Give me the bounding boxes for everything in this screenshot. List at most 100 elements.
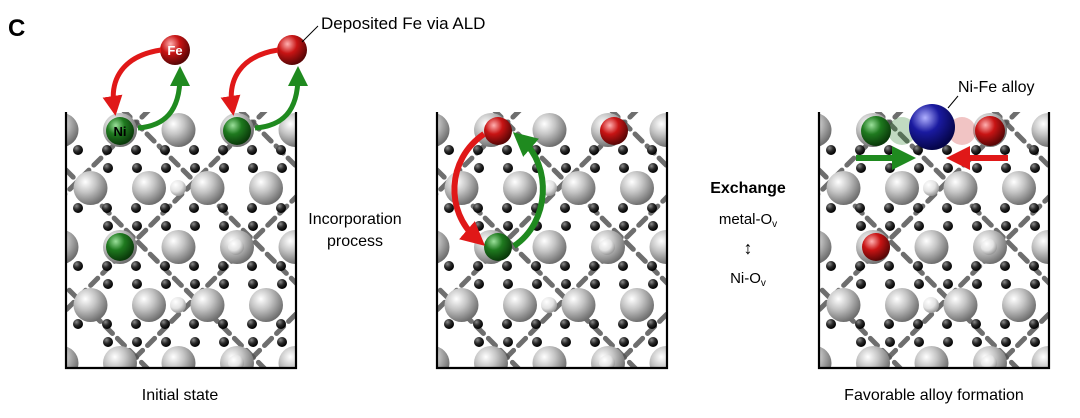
green-arrow-up-incorporation: [512, 132, 546, 249]
lattice-big-atom: [73, 171, 108, 205]
lattice-small-atom: [474, 337, 484, 347]
lattice-big-atom: [278, 346, 295, 368]
lattice-small-atom: [561, 221, 571, 231]
green-arrow-ni-to-fe-2: [254, 66, 308, 131]
lattice-big-atom: [856, 346, 890, 368]
lattice-small-atom: [503, 163, 513, 173]
lattice-small-atom: [131, 319, 141, 329]
lattice-small-atom: [277, 221, 287, 231]
lattice-small-atom: [885, 163, 895, 173]
leader-line-alloy: [947, 95, 959, 109]
lattice-atom-layer: [67, 113, 295, 368]
lattice-small-atom: [972, 163, 982, 173]
ni-atom-surface-1: [106, 117, 134, 145]
lattice-small-atom: [248, 163, 258, 173]
lattice-big-atom: [249, 171, 283, 205]
lattice-small-atom: [942, 203, 952, 213]
lattice-small-atom: [219, 337, 229, 347]
lattice-big-atom: [73, 288, 108, 322]
lattice-small-atom: [884, 203, 894, 213]
lattice-small-atom: [1001, 279, 1011, 289]
lattice-small-atom: [619, 163, 629, 173]
lattice-small-atom: [73, 203, 83, 213]
lattice-small-atom: [856, 221, 866, 231]
panel-frame-incorporation: [435, 112, 669, 370]
ni-atom-label: Ni: [114, 124, 127, 139]
lattice-small-atom: [444, 145, 454, 155]
lattice-small-atom: [190, 337, 200, 347]
lattice-big-atom: [1031, 230, 1048, 264]
lattice-small-atom: [473, 145, 483, 155]
lattice-small-atom: [826, 203, 836, 213]
lattice-big-atom: [914, 230, 949, 264]
lattice-small-atom: [219, 163, 229, 173]
bond-line: [0, 110, 32, 370]
lattice-small-atom: [1000, 145, 1010, 155]
lattice-big-atom: [1031, 346, 1048, 368]
lattice-small-atom: [1030, 163, 1040, 173]
lattice-big-atom: [885, 171, 919, 205]
annotation-alloy: Ni-Fe alloy: [958, 79, 1034, 96]
ni-atom-bulk-p2: [484, 233, 512, 261]
lattice-small-atom: [972, 337, 982, 347]
lattice-small-atom: [102, 203, 112, 213]
lattice-big-atom: [561, 171, 596, 205]
lattice-small-atom: [248, 221, 258, 231]
lattice-small-atom: [589, 145, 599, 155]
lattice-big-atom: [444, 171, 479, 205]
lattice-big-atom: [190, 171, 225, 205]
incorporation-label-line1: Incorporation: [308, 211, 401, 228]
lattice-small-atom: [914, 163, 924, 173]
lattice-big-atom: [943, 171, 978, 205]
lattice-small-atom: [161, 221, 171, 231]
lattice-small-atom: [1000, 261, 1010, 271]
red-arrow-fe-to-ni-1: [102, 47, 162, 116]
lattice-small-atom: [73, 261, 83, 271]
ghost-ni-atom: [888, 117, 916, 145]
lattice-big-atom: [820, 346, 832, 368]
lattice-small-atom: [73, 319, 83, 329]
lattice-small-atom: [971, 145, 981, 155]
lattice-small-atom: [1001, 221, 1011, 231]
exchange-label-line2: metal-Ov: [719, 211, 777, 230]
incorporation-label-line2: process: [327, 233, 383, 250]
lattice-small-atom: [531, 261, 541, 271]
lattice-small-atom: [532, 337, 542, 347]
lattice-small-atom: [247, 203, 257, 213]
exchange-sub-v2: v: [761, 278, 766, 289]
lattice-small-atom: [190, 163, 200, 173]
leader-line-deposited: [301, 25, 319, 43]
lattice-small-atom: [102, 145, 112, 155]
exchange-sub-v: v: [772, 219, 777, 230]
lattice-big-atom: [161, 230, 196, 264]
lattice-white-atom: [981, 239, 997, 255]
lattice-small-atom: [276, 145, 286, 155]
lattice-big-atom: [444, 288, 479, 322]
lattice-big-atom: [649, 230, 666, 264]
caption-favorable-alloy: Favorable alloy formation: [844, 387, 1024, 404]
lattice-small-atom: [647, 319, 657, 329]
lattice-big-atom: [620, 288, 654, 322]
lattice-small-atom: [971, 203, 981, 213]
lattice-small-atom: [160, 261, 170, 271]
lattice-small-atom: [590, 221, 600, 231]
green-arrow-ni-to-fe-1: [137, 66, 190, 131]
lattice-small-atom: [561, 337, 571, 347]
lattice-white-atom: [923, 180, 939, 196]
lattice-small-atom: [276, 261, 286, 271]
lattice-small-atom: [502, 319, 512, 329]
lattice-big-atom: [249, 288, 283, 322]
lattice-small-atom: [161, 337, 171, 347]
lattice-panel-alloy: [817, 112, 1051, 370]
lattice-small-atom: [502, 261, 512, 271]
lattice-small-atom: [247, 261, 257, 271]
annotation-deposited: Deposited Fe via ALD: [321, 14, 485, 33]
lattice-small-atom: [648, 221, 658, 231]
lattice-small-atom: [132, 221, 142, 231]
lattice-small-atom: [618, 319, 628, 329]
fe-atom-surface-p2-1: [484, 117, 512, 145]
lattice-big-atom: [532, 113, 567, 147]
lattice-small-atom: [189, 261, 199, 271]
lattice-small-atom: [277, 337, 287, 347]
lattice-small-atom: [590, 337, 600, 347]
